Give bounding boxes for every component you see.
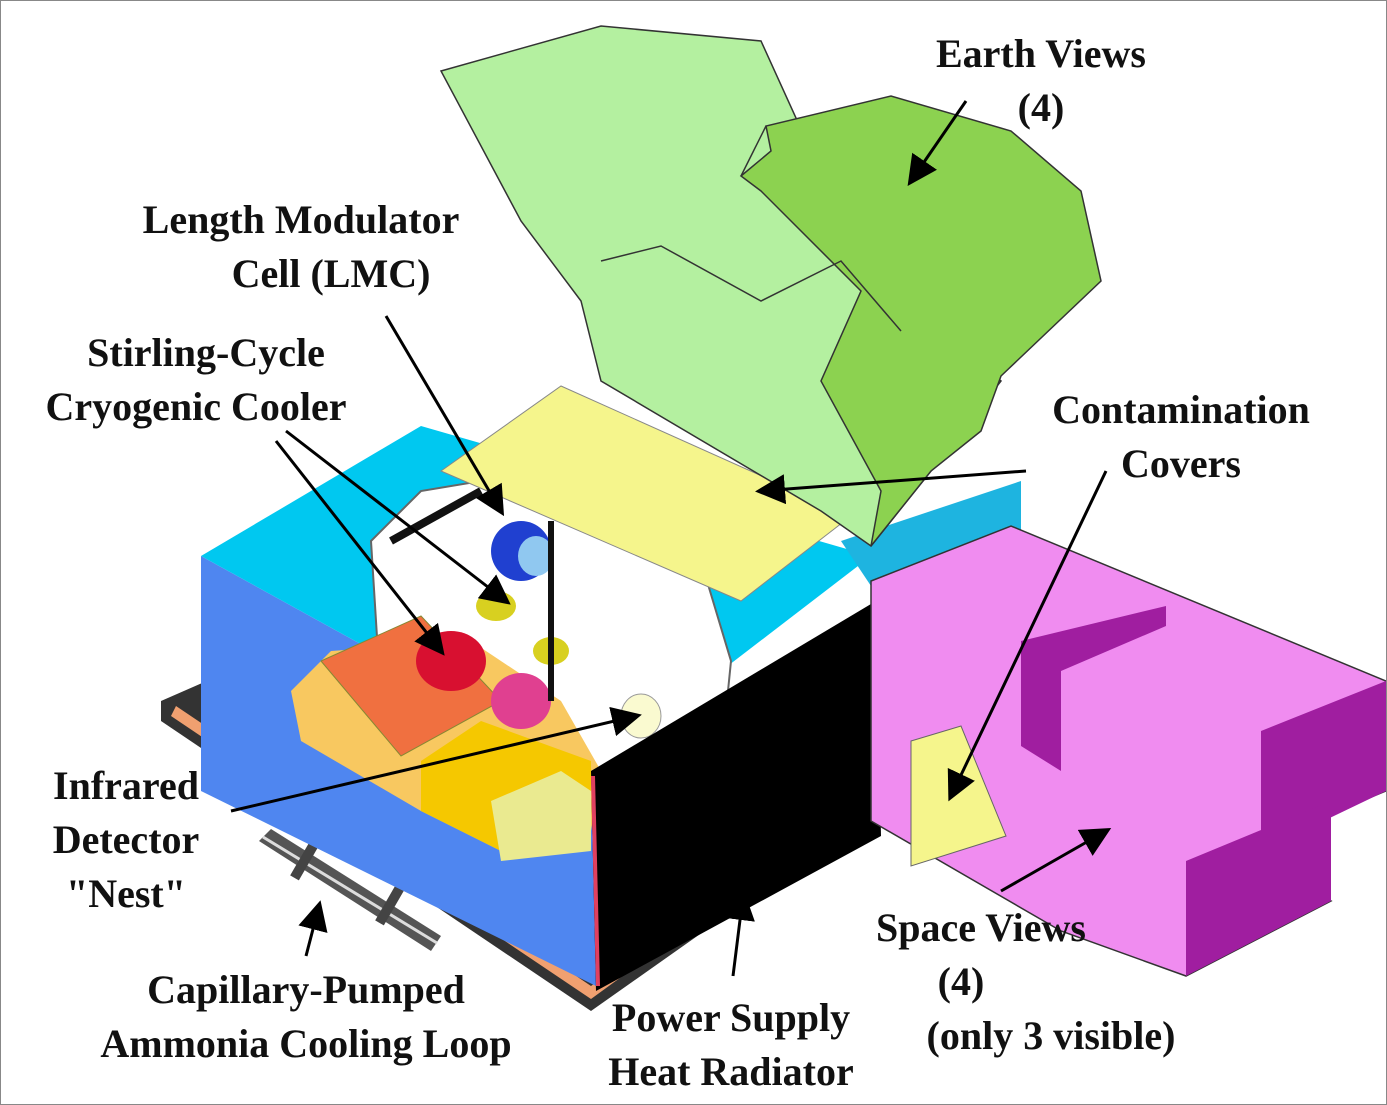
label-line: Cell (LMC) xyxy=(231,251,431,296)
power-supply-radiator xyxy=(591,601,881,991)
label-line: Detector xyxy=(52,817,200,862)
cooling-loop xyxy=(259,829,441,951)
label-line: Capillary-Pumped xyxy=(147,967,465,1012)
label-space-views: Space Views (4) (only 3 visible) xyxy=(851,901,1251,1063)
arrow-cooler-2 xyxy=(285,429,511,605)
earth-views xyxy=(439,25,1102,548)
label-line: Covers xyxy=(1121,441,1241,486)
label-line: Stirling-Cycle xyxy=(87,330,325,375)
label-line: Heat Radiator xyxy=(608,1049,854,1094)
label-line: Ammonia Cooling Loop xyxy=(100,1021,512,1066)
label-earth-views: Earth Views (4) xyxy=(916,27,1166,135)
label-line: "Nest" xyxy=(66,871,186,916)
label-line: Space Views xyxy=(876,905,1086,950)
arrow-detector xyxy=(230,706,642,813)
label-lmc: Length Modulator Cell (LMC) xyxy=(111,193,491,301)
label-line: (only 3 visible) xyxy=(926,1013,1176,1058)
label-line: (4) xyxy=(937,959,985,1004)
arrow-earth-views xyxy=(907,100,968,186)
label-line: Power Supply xyxy=(611,995,851,1040)
label-cooling-loop: Capillary-Pumped Ammonia Cooling Loop xyxy=(61,963,551,1071)
space-views xyxy=(870,525,1386,977)
label-detector-nest: Infrared Detector "Nest" xyxy=(21,759,231,921)
arrow-cover-2 xyxy=(947,470,1108,802)
label-power-supply: Power Supply Heat Radiator xyxy=(581,991,881,1099)
label-contamination-covers: Contamination Covers xyxy=(1021,383,1341,491)
arrow-cooler-1 xyxy=(274,440,445,656)
label-line: Length Modulator xyxy=(142,197,460,242)
arrow-lmc xyxy=(384,315,505,517)
callout-arrows xyxy=(230,100,1112,977)
arrow-power-supply xyxy=(725,890,755,977)
label-line: Contamination xyxy=(1052,387,1310,432)
arrow-space-views xyxy=(1000,828,1112,893)
label-cooler: Stirling-Cycle Cryogenic Cooler xyxy=(11,326,381,434)
label-line: Earth Views xyxy=(936,31,1146,76)
label-line: Infrared xyxy=(53,763,199,808)
arrow-cooling-loop xyxy=(298,900,328,957)
label-line: Cryogenic Cooler xyxy=(45,384,347,429)
arrow-cover-1 xyxy=(755,469,1027,505)
contamination-cover-top xyxy=(439,385,852,602)
label-line: (4) xyxy=(1017,85,1065,130)
